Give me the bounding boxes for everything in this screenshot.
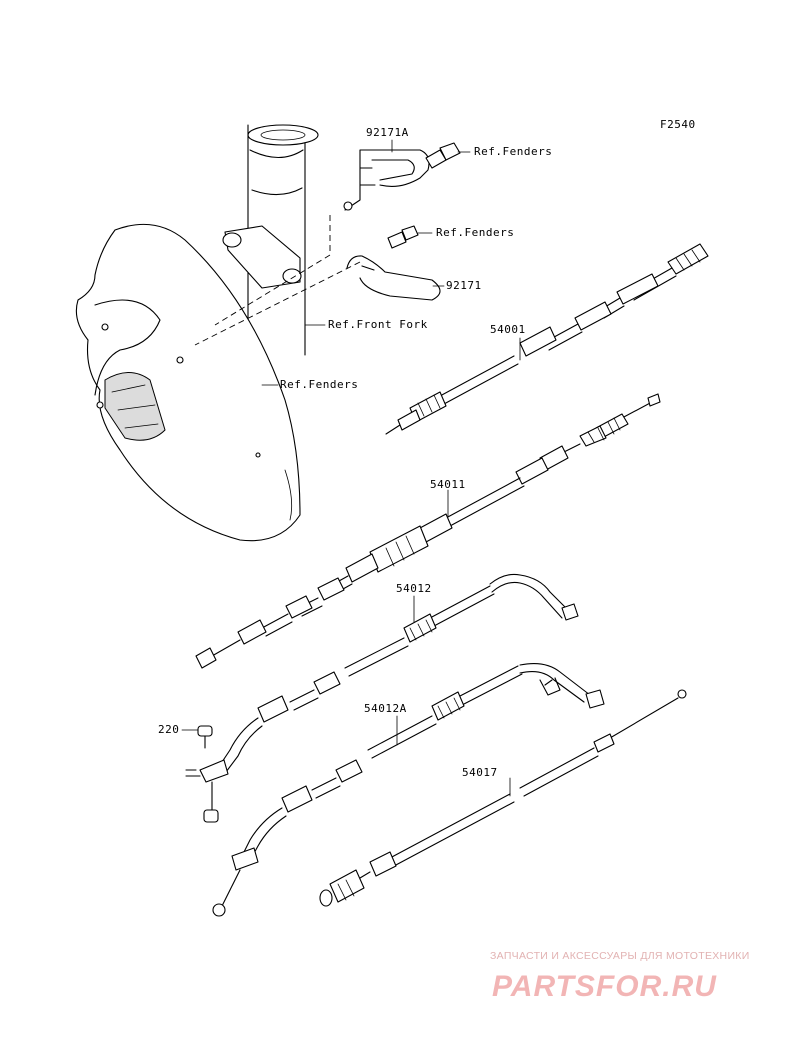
svg-text:PARTSFOR.RU: PARTSFOR.RU bbox=[492, 970, 717, 1003]
watermark-logo: PARTSFOR.RU bbox=[492, 970, 717, 1003]
bracket-92171a bbox=[343, 149, 430, 211]
label-54012: 54012 bbox=[396, 582, 432, 595]
label-ref-fenders-2: Ref.Fenders bbox=[436, 226, 515, 239]
label-54001: 54001 bbox=[490, 323, 526, 336]
label-54017: 54017 bbox=[462, 766, 498, 779]
bracket-92171 bbox=[346, 255, 441, 301]
label-220: 220 bbox=[158, 723, 180, 736]
speedometer-cable-54001 bbox=[385, 243, 709, 435]
throttle-cable-54012 bbox=[185, 573, 579, 823]
clutch-cable-54011 bbox=[195, 393, 661, 669]
label-ref-fenders-1: Ref.Fenders bbox=[474, 145, 553, 158]
throttle-cable-54012a bbox=[212, 663, 605, 917]
watermark-tagline: ЗАПЧАСТИ И АКСЕССУАРЫ ДЛЯ МОТОТЕХНИКИ bbox=[490, 950, 750, 962]
label-92171: 92171 bbox=[446, 279, 482, 292]
front-fender bbox=[75, 223, 301, 542]
bolt-top bbox=[425, 142, 461, 169]
screw-220 bbox=[197, 725, 213, 749]
label-54011: 54011 bbox=[430, 478, 466, 491]
label-ref-fenders-3: Ref.Fenders bbox=[280, 378, 359, 391]
label-54012a: 54012A bbox=[364, 702, 407, 715]
front-fork bbox=[222, 124, 319, 356]
figure-code: F2540 bbox=[660, 118, 696, 131]
bolt-middle bbox=[387, 225, 419, 249]
label-ref-front-fork: Ref.Front Fork bbox=[328, 318, 428, 331]
label-92171a: 92171A bbox=[366, 126, 409, 139]
choke-cable-54017 bbox=[319, 689, 687, 907]
